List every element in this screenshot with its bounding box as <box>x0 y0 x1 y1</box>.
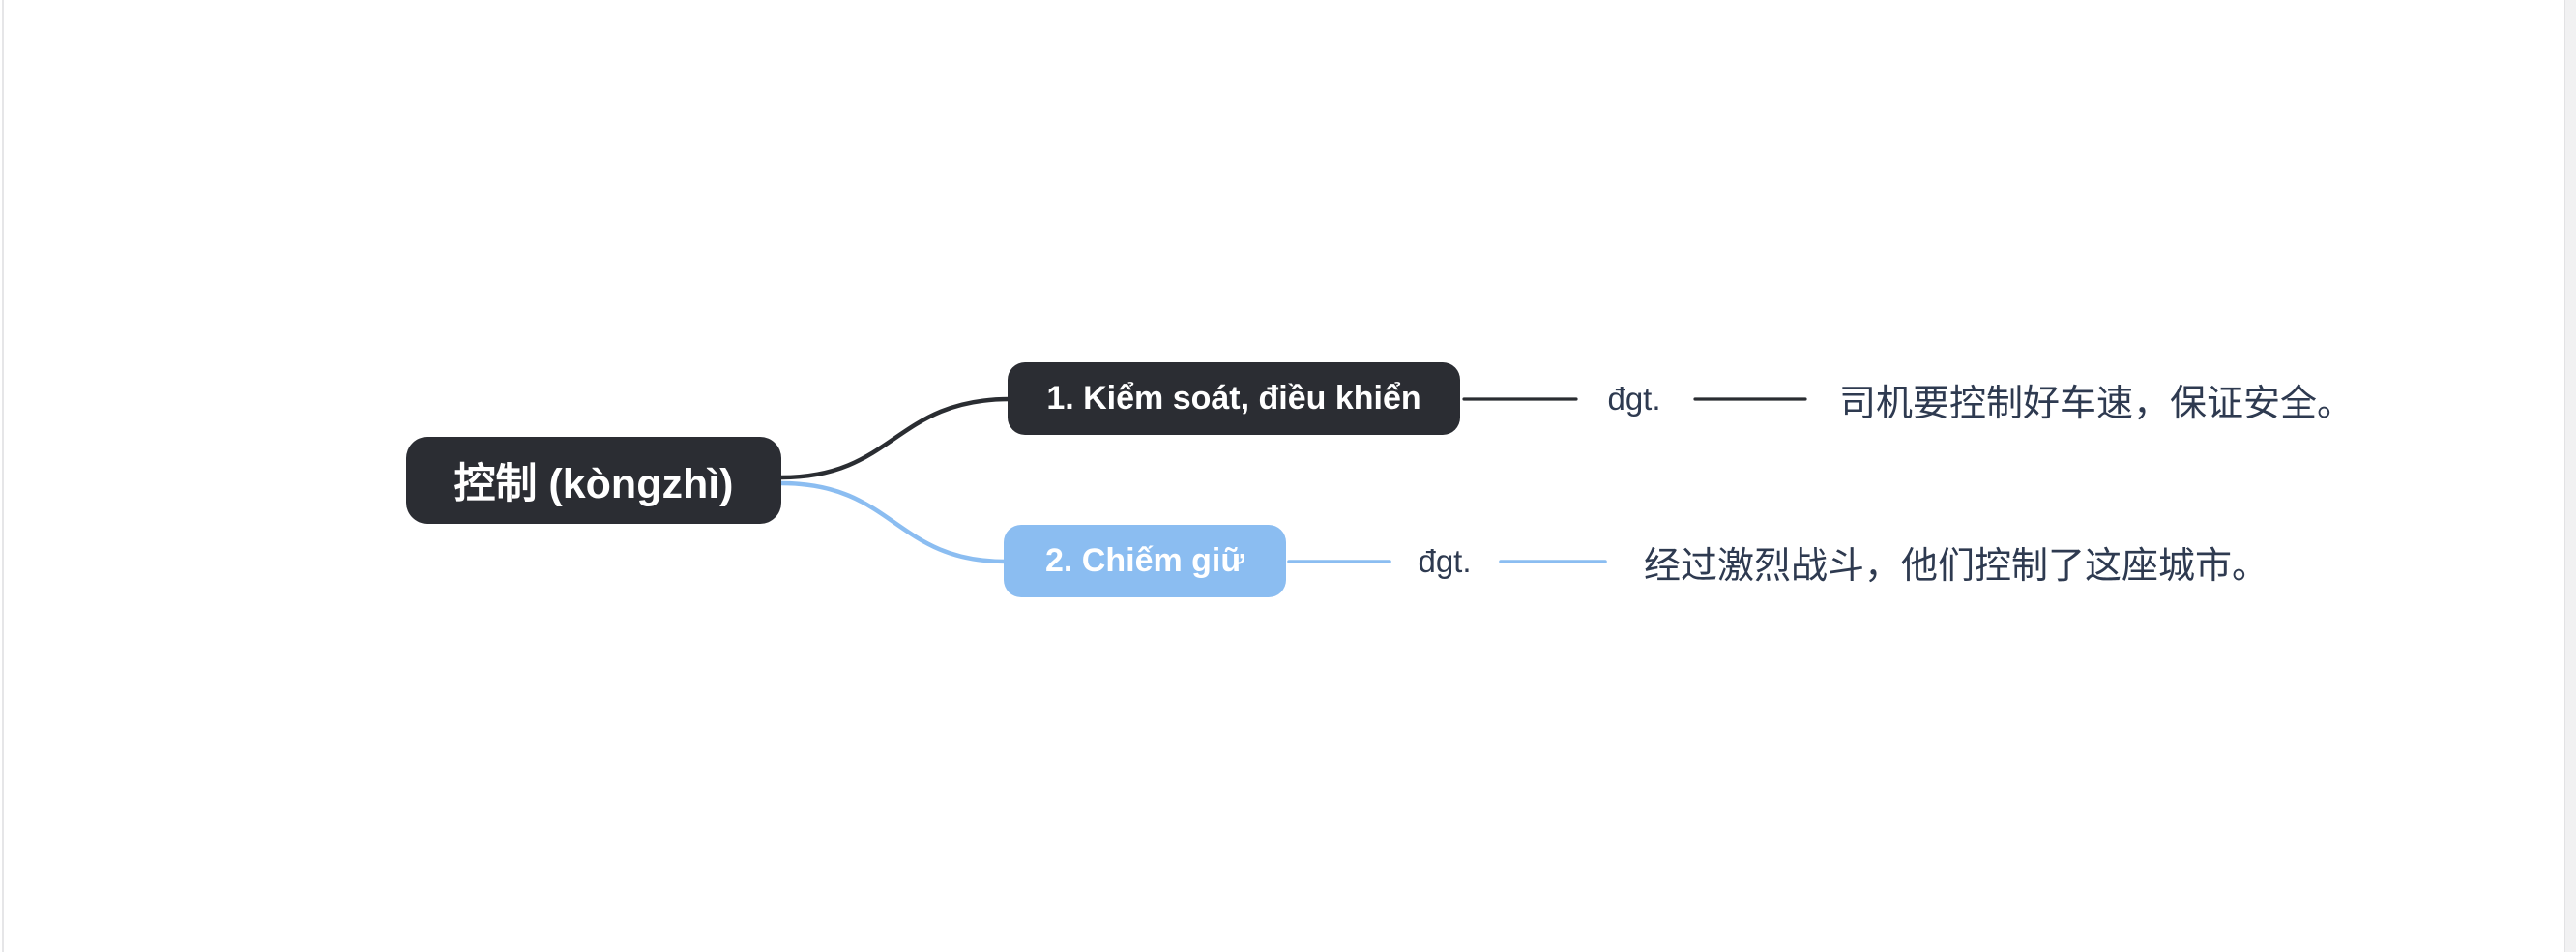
branch-1-example-node[interactable]: 司机要控制好车速，保证安全。 <box>1839 383 2355 424</box>
branch-2-node[interactable]: 2. Chiếm giữ <box>1004 525 1286 597</box>
root-node-label: 控制 (kòngzhì) <box>454 461 734 507</box>
branch-1-curve <box>778 396 1012 480</box>
branch-2-example-node[interactable]: 经过激烈战斗，他们控制了这座城市。 <box>1644 545 2269 587</box>
branch-2-node-label: 2. Chiếm giữ <box>1045 542 1244 579</box>
branch-2-pos-node[interactable]: đgt. <box>1418 543 1472 579</box>
branch-1-pos-node[interactable]: đgt. <box>1607 381 1661 417</box>
branch-1-node-label: 1. Kiểm soát, điều khiển <box>1046 380 1421 417</box>
branch-2-curve <box>778 480 1009 564</box>
scrollbar-track[interactable] <box>2564 0 2576 952</box>
root-node[interactable]: 控制 (kòngzhì) <box>406 437 781 524</box>
branch-1-node[interactable]: 1. Kiểm soát, điều khiển <box>1008 362 1460 435</box>
canvas-left-border <box>2 0 4 952</box>
